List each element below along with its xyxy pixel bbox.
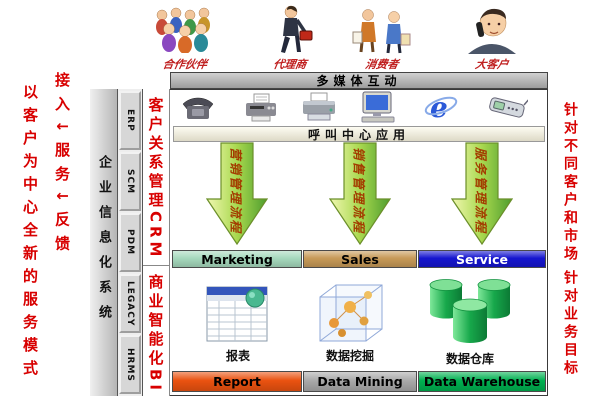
business-goal-label: 针对业务目标 — [562, 270, 578, 378]
system-module-hrms: HRMS — [119, 335, 141, 394]
computer-icon — [358, 91, 398, 127]
data-mining-image — [312, 281, 388, 349]
system-module-label: SCM — [125, 168, 135, 195]
bi-title: 商业智能化BI — [146, 274, 165, 395]
actor-consumers — [352, 6, 412, 58]
actor-label-agents: 代理商 — [272, 58, 308, 71]
service-process-arrow: 服务管理流程 — [450, 142, 514, 246]
arrow-label: 营销管理流程 — [228, 147, 244, 235]
crm-title-column: 客户关系管理CRM — [143, 89, 170, 265]
actor-label-consumers: 消费者 — [364, 58, 400, 71]
telephone-icon — [180, 93, 216, 127]
browser-icon: e — [424, 91, 458, 127]
system-module-erp: ERP — [119, 91, 141, 150]
system-module-label: PDM — [125, 229, 135, 256]
sales-bar: Sales — [303, 250, 417, 268]
actor-label-key-customer: 大客户 — [474, 58, 510, 71]
report-image — [205, 283, 271, 349]
database-cylinders-icon — [429, 279, 511, 343]
report-bar: Report — [172, 371, 302, 392]
businessman-icon — [281, 5, 313, 53]
customers-market-label: 针对不同客户和市场 — [562, 102, 578, 264]
bi-caption-data-mining: 数据挖掘 — [325, 349, 374, 363]
multimedia-interaction-bar: 多媒体互动 — [170, 72, 548, 89]
data-cube-icon — [319, 284, 383, 342]
system-module-pdm: PDM — [119, 213, 141, 272]
system-module-label: ERP — [125, 109, 135, 132]
enterprise-systems-bar: 企业信息化系统 — [90, 89, 118, 396]
actor-label-partners: 合作伙伴 — [161, 58, 209, 71]
system-module-label: LEGACY — [125, 280, 135, 327]
service-flow-label: 接入↓服务↓反馈 — [53, 72, 71, 260]
marketing-bar: Marketing — [172, 250, 302, 268]
sales-process-arrow: 销售管理流程 — [328, 142, 392, 246]
system-module-legacy: LEGACY — [119, 274, 141, 333]
marketing-process-arrow: 营销管理流程 — [205, 142, 269, 246]
crm-title: 客户关系管理CRM — [146, 97, 165, 261]
bi-caption-report: 报表 — [225, 349, 250, 363]
printer-icon — [300, 92, 338, 126]
crowd-icon — [156, 7, 210, 54]
arrow-label: 服务管理流程 — [473, 147, 489, 235]
enterprise-systems-label: 企业信息化系统 — [96, 155, 111, 330]
call-center-bar: 呼叫中心应用 — [173, 126, 545, 142]
down-arrow-icon — [328, 142, 392, 246]
spreadsheet-icon — [206, 286, 268, 342]
phone-caller-icon — [468, 8, 516, 54]
down-arrow-icon — [450, 142, 514, 246]
actor-key-customer — [464, 4, 520, 58]
shoppers-icon — [352, 9, 411, 54]
actor-agents — [267, 4, 313, 60]
system-modules-column: ERP SCM PDM LEGACY HRMS — [118, 89, 143, 396]
arrow-label: 销售管理流程 — [351, 147, 367, 235]
svg-text:e: e — [430, 91, 448, 123]
actor-partners — [150, 5, 220, 57]
bi-title-column: 商业智能化BI — [143, 265, 170, 396]
data-warehouse-image — [426, 275, 514, 351]
mobile-phone-icon — [486, 92, 529, 126]
service-bar: Service — [418, 250, 546, 268]
slogan-label: 以客户为中心全新的服务模式 — [21, 84, 39, 383]
bi-caption-data-warehouse: 数据仓库 — [445, 352, 494, 366]
system-module-scm: SCM — [119, 152, 141, 211]
data-mining-bar: Data Mining — [303, 371, 417, 392]
system-module-label: HRMS — [125, 347, 135, 382]
down-arrow-icon — [205, 142, 269, 246]
data-warehouse-bar: Data Warehouse — [418, 371, 546, 392]
fax-icon — [242, 93, 280, 127]
